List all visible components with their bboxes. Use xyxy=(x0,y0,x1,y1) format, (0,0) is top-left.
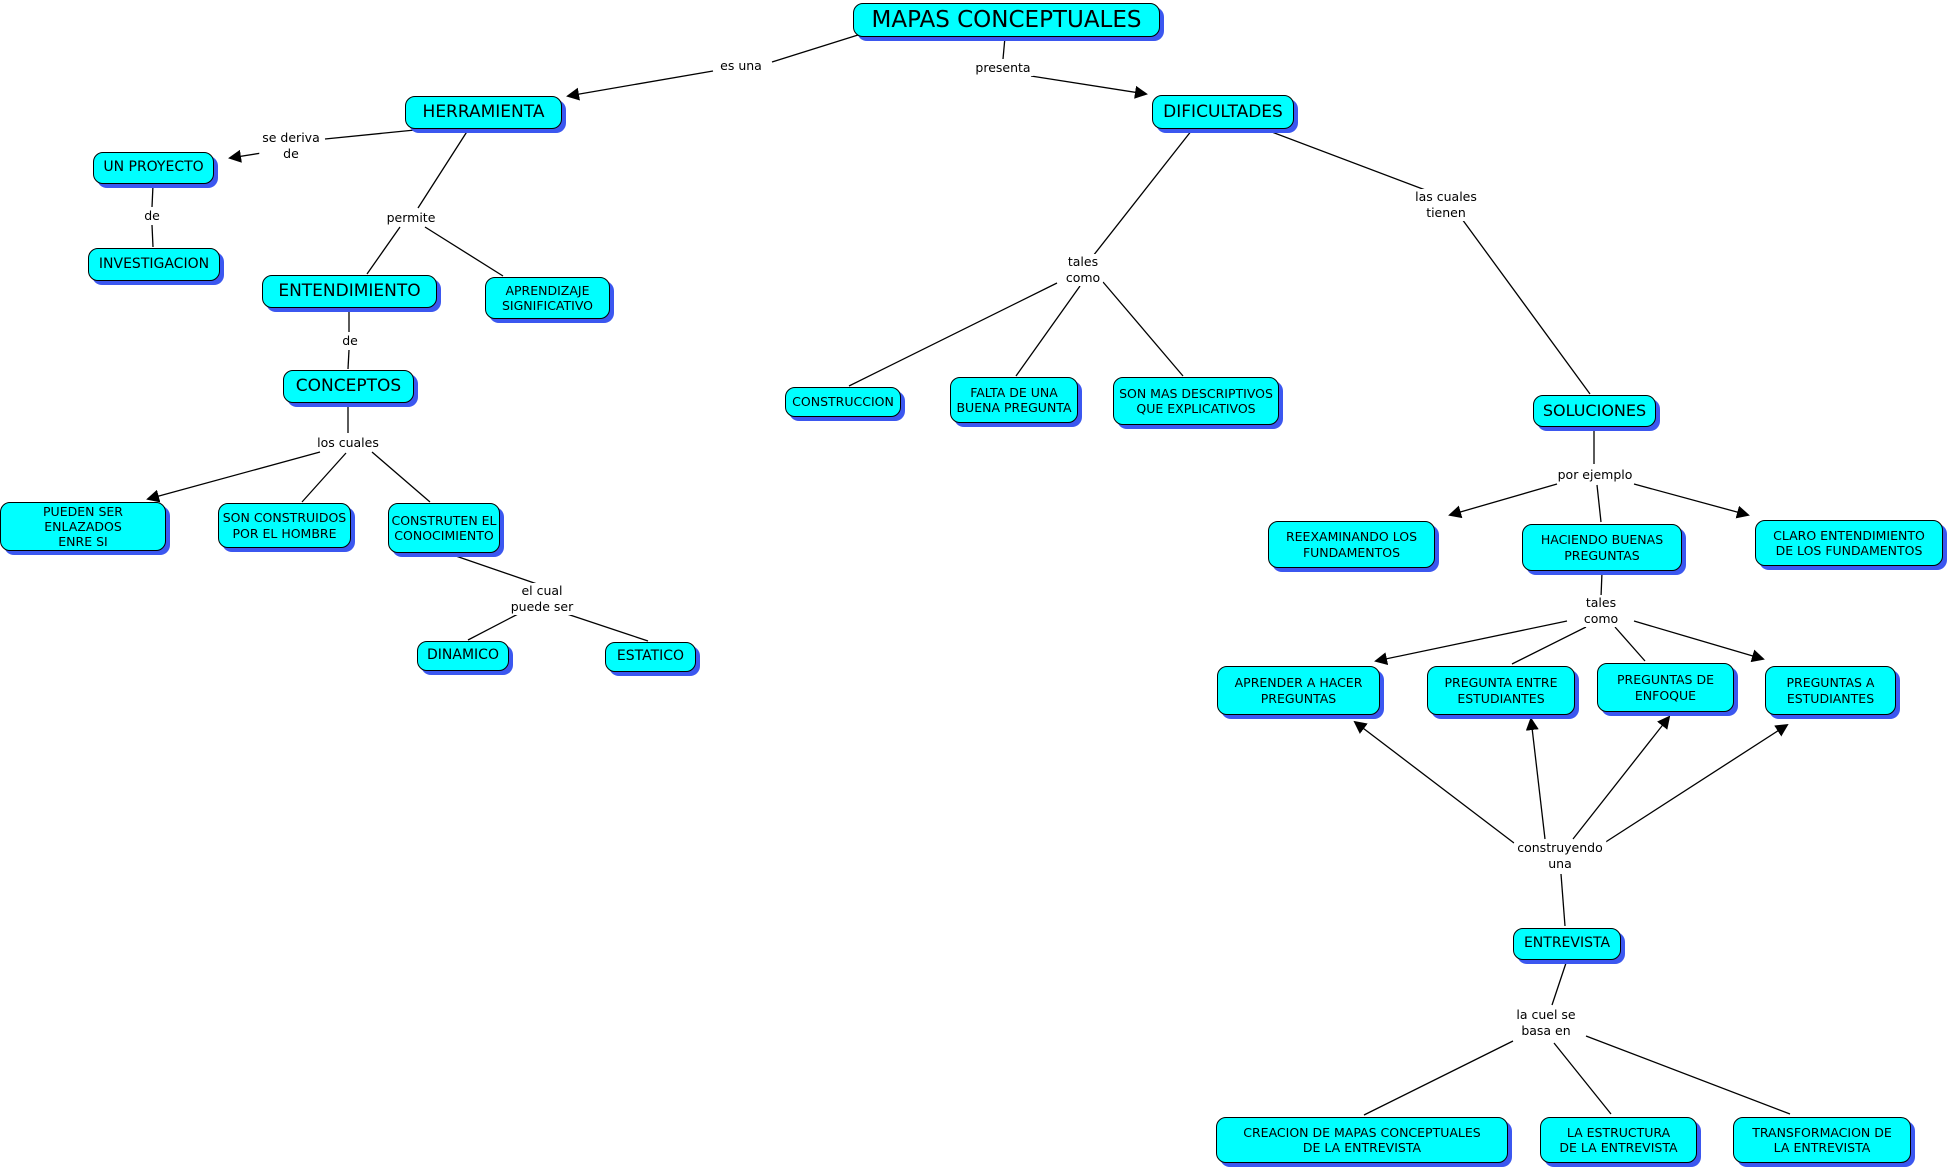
edge-tales-como-to-preguntas-a xyxy=(1633,620,1765,663)
edge-la-cuel-to-transformacion xyxy=(1585,1035,1791,1115)
edge-presenta-to-dificultades xyxy=(1030,75,1148,99)
edge-por-ejemplo-to-claro xyxy=(1633,483,1750,519)
edge-la-cuel-to-estructura xyxy=(1553,1042,1612,1115)
link-label-es-una[interactable]: es una xyxy=(717,58,765,74)
concept-node-pueden-ser-enlazados[interactable]: PUEDEN SER ENLAZADOS ENRE SI xyxy=(0,502,166,551)
concept-node-estatico[interactable]: ESTATICO xyxy=(605,642,696,672)
concept-node-preguntas-a-estudiantes[interactable]: PREGUNTAS A ESTUDIANTES xyxy=(1765,666,1896,715)
link-label-las-cuales-tienen[interactable]: las cuales tienen xyxy=(1412,189,1480,221)
edge-por-ejemplo-to-haciendo xyxy=(1596,484,1602,523)
concept-node-soluciones[interactable]: SOLUCIONES xyxy=(1533,395,1656,427)
edge-tales-como-to-enfoque xyxy=(1614,626,1646,662)
edge-entrevista-to-la-cuel xyxy=(1551,962,1567,1006)
link-label-la-cuel-se-basa-en[interactable]: la cuel se basa en xyxy=(1513,1007,1579,1039)
edge-tales-como-to-aprender xyxy=(1374,620,1568,666)
link-label-tales-como-preguntas[interactable]: tales como xyxy=(1580,595,1622,627)
concept-node-haciendo-buenas-preguntas[interactable]: HACIENDO BUENAS PREGUNTAS xyxy=(1522,524,1682,571)
edge-construyendo-to-entrevista xyxy=(1560,873,1566,927)
edge-la-cuel-to-creacion xyxy=(1363,1040,1514,1116)
concept-node-creacion-mapas-entrevista[interactable]: CREACION DE MAPAS CONCEPTUALES DE LA ENT… xyxy=(1216,1117,1508,1163)
concept-node-transformacion-entrevista[interactable]: TRANSFORMACION DE LA ENTREVISTA xyxy=(1733,1117,1911,1163)
edge-haciendo-to-tales-como xyxy=(1600,571,1603,598)
concept-node-claro-entendimiento[interactable]: CLARO ENTENDIMIENTO DE LOS FUNDAMENTOS xyxy=(1755,520,1943,566)
concept-node-son-construidos[interactable]: SON CONSTRUIDOS POR EL HOMBRE xyxy=(218,503,351,548)
edge-dificultades-to-tales-como xyxy=(1092,129,1193,257)
edge-los-cuales-to-construten xyxy=(371,451,431,503)
concept-node-son-mas-descriptivos[interactable]: SON MAS DESCRIPTIVOS QUE EXPLICATIVOS xyxy=(1113,377,1279,425)
link-label-de-proyecto[interactable]: de xyxy=(141,208,163,224)
concept-node-entrevista[interactable]: ENTREVISTA xyxy=(1513,928,1621,960)
edge-tales-como-to-son-mas xyxy=(1102,281,1184,377)
link-label-permite[interactable]: permite xyxy=(383,210,439,226)
edge-es-una-to-herramienta xyxy=(566,70,714,101)
edge-tales-como-to-falta xyxy=(1015,285,1081,377)
edge-construyendo-to-preguntas-a xyxy=(1600,723,1789,846)
concept-node-un-proyecto[interactable]: UN PROYECTO xyxy=(93,152,214,184)
edge-tales-como-to-pregunta-entre xyxy=(1511,626,1587,665)
edge-el-cual-to-dinamico xyxy=(467,613,519,641)
concept-node-pregunta-entre-estudiantes[interactable]: PREGUNTA ENTRE ESTUDIANTES xyxy=(1427,666,1575,715)
concept-node-la-estructura-entrevista[interactable]: LA ESTRUCTURA DE LA ENTREVISTA xyxy=(1540,1117,1697,1163)
edge-tales-como-to-construccion xyxy=(848,282,1058,387)
edge-construyendo-to-aprender xyxy=(1353,720,1515,844)
concept-node-construccion[interactable]: CONSTRUCCION xyxy=(785,387,901,417)
edge-por-ejemplo-to-reexaminando xyxy=(1448,483,1558,519)
edge-los-cuales-to-son-construidos xyxy=(301,452,347,503)
edge-permite-to-aprendizaje xyxy=(424,226,504,277)
edge-construyendo-to-enfoque xyxy=(1572,715,1671,840)
link-label-el-cual-puede-ser[interactable]: el cual puede ser xyxy=(507,583,577,615)
concept-node-herramienta[interactable]: HERRAMIENTA xyxy=(405,96,562,129)
concept-node-falta-buena-pregunta[interactable]: FALTA DE UNA BUENA PREGUNTA xyxy=(950,377,1078,423)
edge-los-cuales-to-pueden xyxy=(146,451,321,503)
edge-mapas-to-presenta xyxy=(1002,36,1006,60)
edge-construten-to-el-cual xyxy=(449,553,541,586)
concept-node-dinamico[interactable]: DINAMICO xyxy=(417,641,509,671)
concept-node-investigacion[interactable]: INVESTIGACION xyxy=(88,248,220,281)
edge-herramienta-to-se-deriva xyxy=(324,128,426,140)
concept-node-reexaminando-fundamentos[interactable]: REEXAMINANDO LOS FUNDAMENTOS xyxy=(1268,521,1435,568)
link-label-de-conceptos[interactable]: de xyxy=(339,333,361,349)
link-label-presenta[interactable]: presenta xyxy=(972,60,1034,76)
concept-node-dificultades[interactable]: DIFICULTADES xyxy=(1152,95,1294,129)
edge-herramienta-to-permite xyxy=(417,129,469,209)
edge-dificultades-to-las-cuales xyxy=(1263,128,1429,192)
edge-construyendo-to-pregunta-entre xyxy=(1525,717,1546,840)
edge-de-to-investigacion xyxy=(151,224,154,248)
edge-las-cuales-to-soluciones xyxy=(1461,218,1591,395)
concept-node-preguntas-de-enfoque[interactable]: PREGUNTAS DE ENFOQUE xyxy=(1597,663,1734,712)
link-label-por-ejemplo[interactable]: por ejemplo xyxy=(1554,467,1636,483)
concept-node-aprendizaje-significativo[interactable]: APRENDIZAJE SIGNIFICATIVO xyxy=(485,277,610,319)
concept-node-aprender-a-hacer-preguntas[interactable]: APRENDER A HACER PREGUNTAS xyxy=(1217,666,1380,715)
concept-node-conceptos[interactable]: CONCEPTOS xyxy=(283,370,414,403)
edge-de-to-conceptos xyxy=(347,349,350,370)
link-label-construyendo-una[interactable]: construyendo una xyxy=(1514,840,1606,872)
link-label-tales-como-dificultades[interactable]: tales como xyxy=(1062,254,1104,286)
edge-el-cual-to-estatico xyxy=(566,613,649,642)
edge-mapas-to-es-una xyxy=(771,34,859,63)
edge-un-proyecto-to-de xyxy=(151,184,154,208)
concept-node-entendimiento[interactable]: ENTENDIMIENTO xyxy=(262,275,437,308)
link-label-se-deriva-de[interactable]: se deriva de xyxy=(259,130,323,162)
concept-node-construten-conocimiento[interactable]: CONSTRUTEN EL CONOCIMIENTO xyxy=(388,503,500,553)
concept-node-mapas-conceptuales[interactable]: MAPAS CONCEPTUALES xyxy=(853,3,1160,37)
link-label-los-cuales[interactable]: los cuales xyxy=(314,435,382,451)
edge-permite-to-entendimiento xyxy=(366,226,401,275)
